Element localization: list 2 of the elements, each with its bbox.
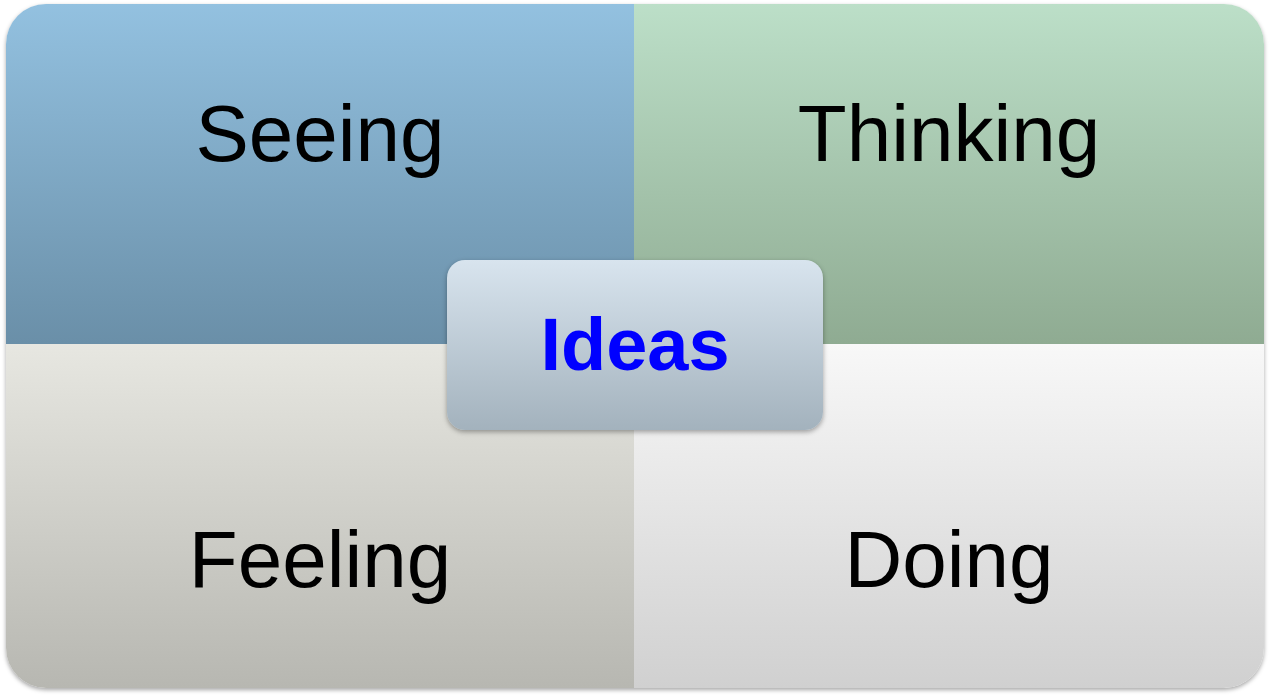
center-label: Ideas [540,308,730,382]
center-box [447,260,823,430]
